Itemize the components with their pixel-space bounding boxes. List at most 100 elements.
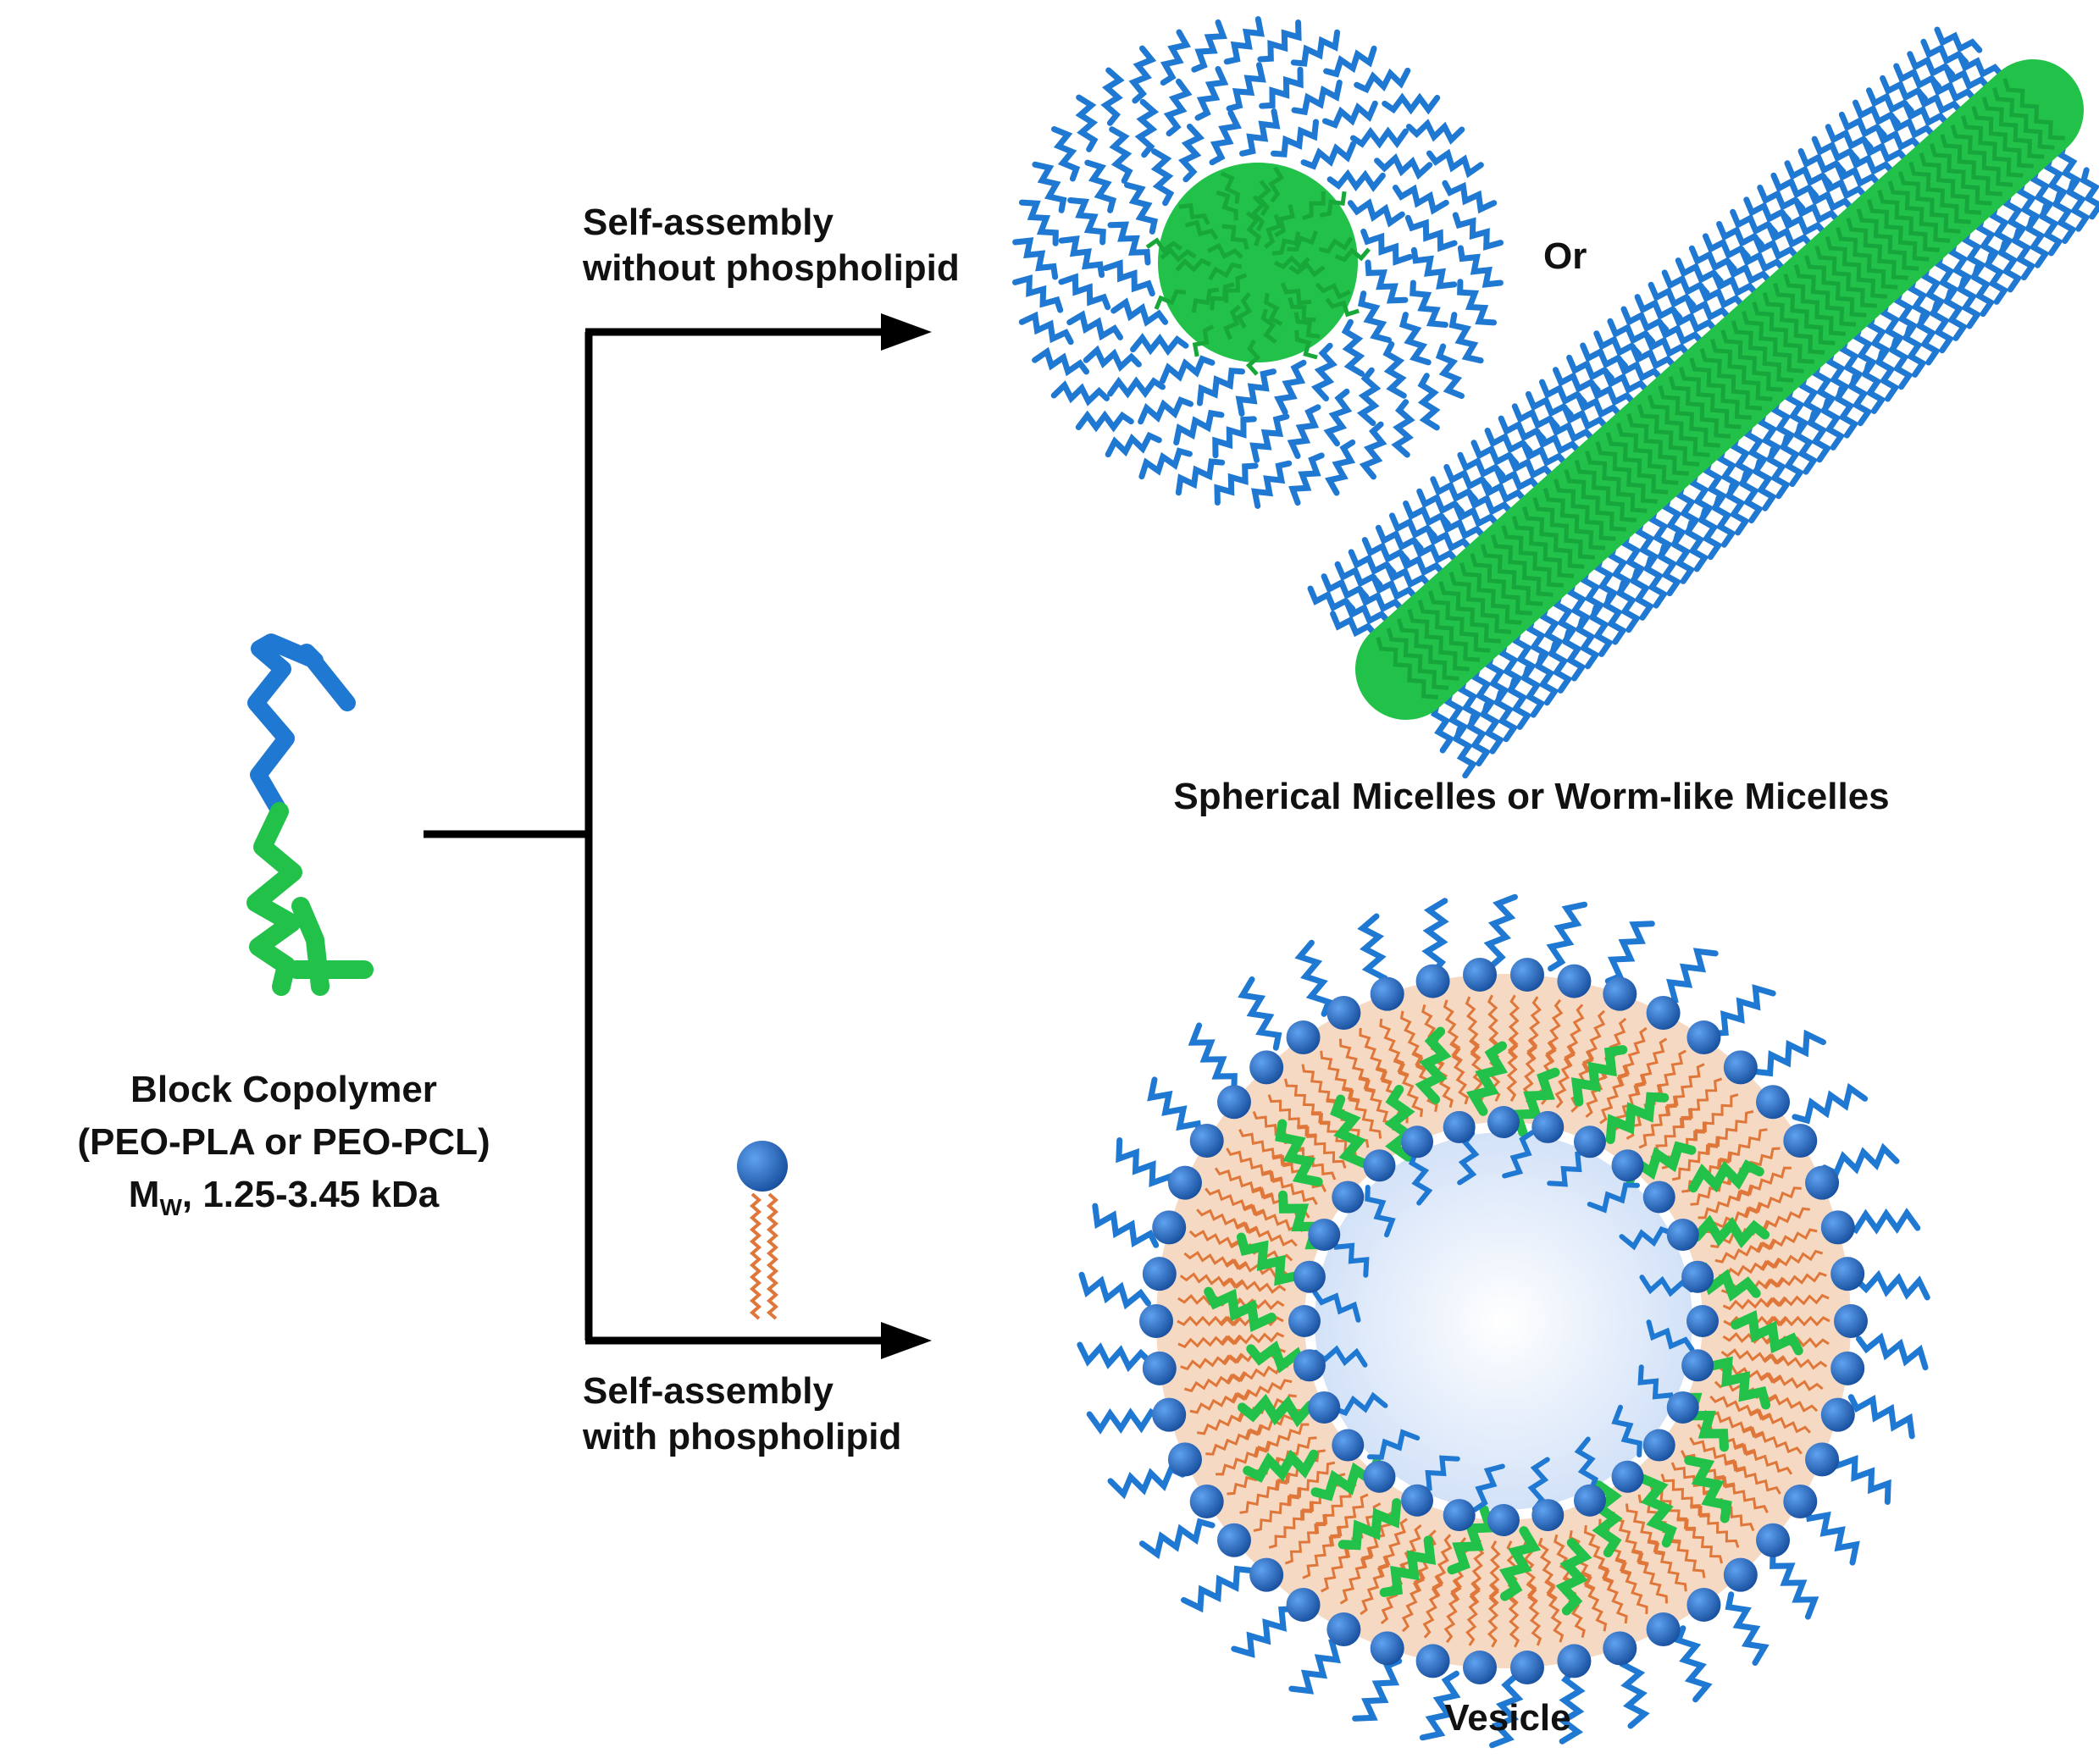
- lipid-tail: [1764, 1315, 1830, 1327]
- peo-corona-chain: [2016, 178, 2041, 231]
- lipid-tail: [1360, 1555, 1391, 1616]
- lipid-tail: [1583, 1524, 1614, 1584]
- lipid-tail: [1690, 1504, 1740, 1548]
- outer-lipid-head: [1509, 1651, 1544, 1685]
- core-chain: [1260, 308, 1277, 344]
- core-chain: [1288, 296, 1316, 323]
- core-chain: [1991, 87, 2055, 150]
- outer-lipid-head: [1756, 1523, 1791, 1557]
- core-chain: [1803, 255, 1867, 318]
- embedded-hydrophobic-chain: [1236, 1232, 1303, 1286]
- peo-corona-chain: [1771, 396, 1796, 450]
- lipid-head: [737, 1141, 788, 1192]
- peo-corona-chain: [1643, 331, 1692, 358]
- lipid-tail: [1733, 1442, 1793, 1475]
- outer-peo-chain: [1804, 1502, 1860, 1566]
- core-chain: [1245, 211, 1262, 247]
- peo-corona-chain: [1812, 360, 1836, 413]
- peo-corona-chain: [1330, 611, 1378, 638]
- outer-lipid-head: [1830, 1351, 1865, 1385]
- peo-corona-chain: [1175, 458, 1226, 496]
- outer-peo-chain: [1238, 976, 1282, 1051]
- inner-lipid-head: [1686, 1305, 1719, 1337]
- peo-corona-chain: [1310, 342, 1338, 401]
- core-chain: [1184, 219, 1219, 241]
- lipid-tail: [1759, 1249, 1824, 1271]
- peo-corona-chain: [1350, 126, 1409, 149]
- outer-lipid-head: [1286, 1020, 1321, 1055]
- lipid-tail: [1238, 1129, 1293, 1168]
- peo-corona-chain: [1103, 259, 1155, 297]
- outer-lipid-head: [1646, 995, 1681, 1030]
- core-chain: [1245, 339, 1261, 376]
- lipid-tail: [1268, 1501, 1314, 1549]
- inner-peo-chain: [1332, 1391, 1388, 1416]
- peo-corona-chain: [1274, 359, 1307, 416]
- core-chain: [1887, 180, 1951, 243]
- core-chain: [1386, 628, 1449, 690]
- peo-corona-chain: [1975, 214, 2000, 268]
- peo-corona-chain: [1426, 148, 1484, 179]
- inner-lipid-head: [1573, 1484, 1606, 1517]
- outer-lipid-head: [1834, 1304, 1868, 1338]
- core-chain: [1908, 161, 1971, 224]
- inner-lipid-head: [1332, 1181, 1365, 1214]
- peo-corona-chain: [1066, 310, 1123, 341]
- peo-corona-chain: [1110, 297, 1169, 327]
- embedded-hydrophobic-chain: [1555, 1538, 1592, 1616]
- peo-corona-chain: [1630, 343, 1678, 370]
- molecular-weight: MW, 1.25-3.45 kDa: [77, 1169, 490, 1234]
- lipid-tail: [1239, 1472, 1291, 1514]
- outer-peo-chain: [1830, 1450, 1891, 1505]
- peo-corona-chain: [1493, 465, 1542, 492]
- peo-corona-chain: [1100, 67, 1125, 126]
- peo-corona-chain: [1675, 482, 1701, 535]
- lipid-tail: [1563, 1004, 1585, 1069]
- outer-peo-chain: [1754, 1029, 1826, 1077]
- core-chain: [1929, 143, 1992, 206]
- lipid-tail: [1705, 1110, 1754, 1155]
- lipid-tail: [1736, 1166, 1792, 1202]
- top-branch-label-line2: without phospholipid: [583, 247, 960, 289]
- lipid-tail: [1647, 1539, 1687, 1592]
- bottom-branch-label: Self-assembly with phospholipid: [583, 1369, 901, 1460]
- lipid-tail: [1714, 1239, 1777, 1264]
- outer-lipid-head: [1820, 1397, 1855, 1432]
- outer-peo-chain: [1138, 1518, 1216, 1560]
- peo-corona-chain: [1365, 259, 1409, 304]
- core-chain: [1256, 180, 1272, 217]
- lipid-tail: [1260, 1170, 1318, 1205]
- inner-lipid-head: [1642, 1429, 1675, 1462]
- peo-corona-chain: [1018, 311, 1074, 346]
- core-chain: [1208, 262, 1243, 281]
- peo-corona-chain: [1780, 209, 1828, 236]
- peo-corona-chain: [1635, 518, 1659, 572]
- inner-peo-chain: [1619, 1226, 1675, 1251]
- lipid-tail: [1599, 1064, 1631, 1125]
- lipid-tail: [1697, 1184, 1754, 1219]
- peo-corona-chain: [1853, 323, 1878, 377]
- peo-corona-chain: [1498, 639, 1523, 693]
- core-chain: [1501, 524, 1564, 588]
- peo-corona-chain: [1875, 124, 1924, 152]
- outer-lipid-head: [1326, 995, 1361, 1030]
- peo-corona-chain: [1758, 409, 1782, 462]
- lipid-tail: [1431, 1534, 1453, 1598]
- lipid-tail: [1598, 1564, 1628, 1624]
- lipid-tail: [1214, 1167, 1274, 1200]
- micelles-caption: Spherical Micelles or Worm-like Micelles: [1173, 776, 1890, 817]
- lipid-tail: [1507, 994, 1520, 1060]
- peo-corona-chain: [1566, 579, 1592, 632]
- core-chain: [1595, 440, 1658, 504]
- outer-peo-chain: [1619, 1651, 1650, 1729]
- peo-corona-chain: [1128, 45, 1157, 104]
- outer-peo-chain: [1092, 1203, 1160, 1248]
- core-chain: [1658, 384, 1720, 448]
- lipid-tail: [1763, 1271, 1827, 1289]
- outer-peo-chain: [1086, 1407, 1165, 1435]
- peo-corona-chain: [1820, 173, 1869, 200]
- outer-lipid-head: [1216, 1085, 1251, 1120]
- peo-corona-chain: [1458, 676, 1482, 729]
- outer-lipid-head: [1189, 1485, 1224, 1519]
- lipid-tail: [1758, 1371, 1824, 1391]
